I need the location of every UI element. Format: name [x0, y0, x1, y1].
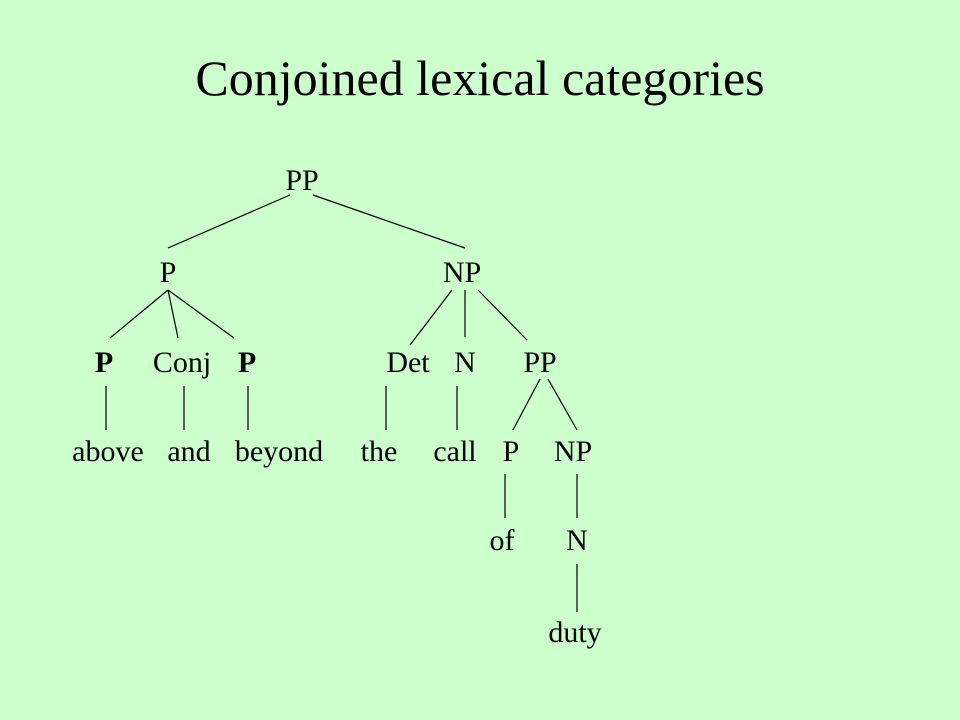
node-of: of [490, 524, 515, 557]
node-pp-root: PP [285, 164, 318, 197]
edge-p-to-conj [167, 289, 179, 339]
node-p-left: P [95, 346, 113, 379]
node-p-of: P [503, 435, 520, 468]
edge-np-to-pp-inner [477, 289, 528, 341]
node-and: and [167, 435, 210, 468]
node-the: the [361, 435, 398, 468]
node-duty: duty [548, 616, 601, 649]
node-n: N [454, 346, 476, 379]
node-np: NP [443, 256, 481, 289]
edge-np-to-det [409, 289, 453, 346]
node-beyond: beyond [235, 435, 323, 468]
node-np-inner: NP [554, 435, 592, 468]
node-pp-inner: PP [523, 346, 556, 379]
node-conj: Conj [153, 346, 211, 379]
node-n-inner: N [566, 524, 588, 557]
edge-p-to-p-right [167, 289, 235, 339]
edge-pp-inner-to-p-of [512, 378, 541, 431]
node-above: above [72, 435, 144, 468]
node-p: P [160, 256, 177, 289]
edge-p-to-p-left [109, 289, 169, 339]
node-p-right: P [238, 346, 256, 379]
edge-pp-to-p [167, 194, 291, 249]
tree-nodes: PP P NP P Conj P Det N PP above and beyo… [72, 164, 601, 649]
edge-pp-inner-to-np-inner [547, 378, 578, 431]
node-det: Det [386, 346, 430, 379]
edge-pp-to-np [312, 194, 466, 249]
node-call: call [433, 435, 476, 468]
slide-title: Conjoined lexical categories [195, 50, 765, 106]
tree-edges [105, 194, 578, 612]
